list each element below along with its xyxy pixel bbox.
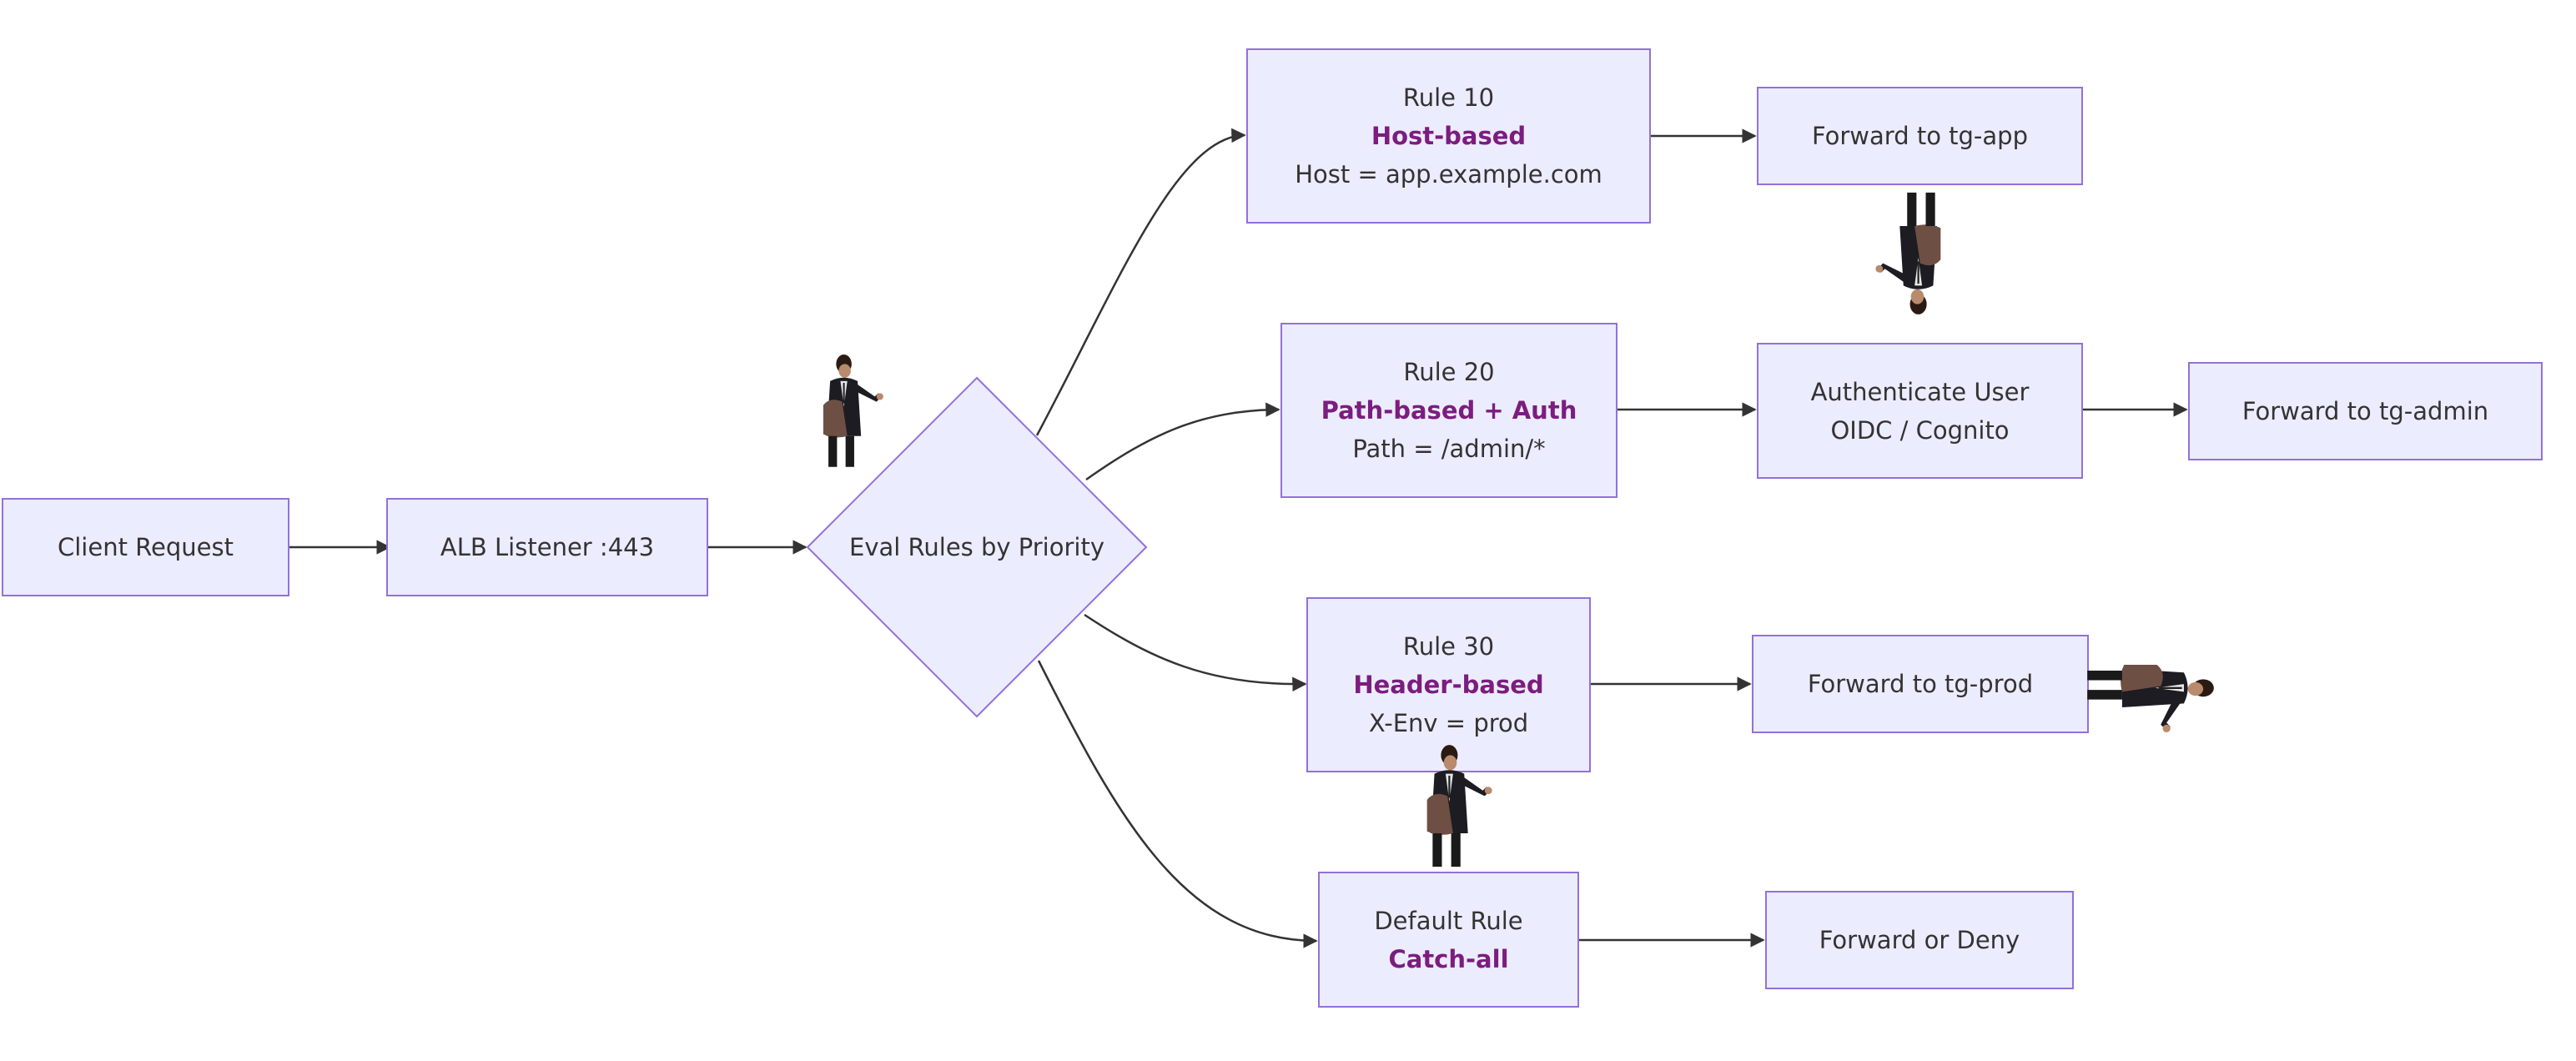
forward-tg-admin-label: Forward to tg-admin (2241, 397, 2489, 425)
authenticate-user-node[interactable]: Authenticate User OIDC / Cognito (1757, 343, 2083, 479)
forward-tg-prod-label: Forward to tg-prod (1807, 670, 2034, 698)
rule10-title: Rule 10 (1402, 83, 1495, 112)
rule30-type: Header-based (1353, 671, 1544, 699)
forward-or-deny-node[interactable]: Forward or Deny (1765, 891, 2074, 989)
rule30-condition: X-Env = prod (1368, 709, 1529, 737)
suit-man-figure-icon (823, 355, 883, 467)
rule10-condition: Host = app.example.com (1295, 160, 1602, 189)
edge-eval-to-rule30 (1084, 613, 1307, 692)
forward-tg-admin-node[interactable]: Forward to tg-admin (2188, 362, 2543, 460)
authenticate-user-line2: OIDC / Cognito (1830, 415, 2010, 445)
rule20-title: Rule 20 (1403, 358, 1495, 386)
eval-rules-text: Eval Rules by Priority (849, 533, 1104, 561)
forward-or-deny-label: Forward or Deny (1819, 926, 2020, 954)
default-rule-type: Catch-all (1388, 944, 1509, 973)
rule30-title: Rule 30 (1402, 632, 1495, 661)
rule20-node[interactable]: Rule 20 Path-based + Auth Path = /admin/… (1280, 323, 1618, 498)
eval-rules-label: Eval Rules by Priority (833, 522, 1121, 572)
rule20-type: Path-based + Auth (1321, 396, 1577, 425)
rule10-node[interactable]: Rule 10 Host-based Host = app.example.co… (1246, 48, 1651, 224)
default-rule-node[interactable]: Default Rule Catch-all (1318, 872, 1579, 1008)
forward-tg-prod-node[interactable]: Forward to tg-prod (1752, 635, 2089, 733)
eval-rules-diamond[interactable] (806, 376, 1148, 718)
forward-tg-app-label: Forward to tg-app (1811, 122, 2028, 150)
edge-eval-to-rule20 (1085, 402, 1280, 481)
client-request-label: Client Request (58, 533, 234, 561)
rule10-type: Host-based (1371, 122, 1527, 150)
edge-eval-to-default (1037, 660, 1318, 948)
edge-eval-to-rule10 (1035, 128, 1246, 436)
suit-man-figure-icon (1875, 192, 1941, 314)
alb-listener-node[interactable]: ALB Listener :443 (386, 498, 708, 596)
suit-man-figure-icon (1426, 745, 1492, 867)
alb-listener-label: ALB Listener :443 (440, 533, 655, 561)
forward-tg-app-node[interactable]: Forward to tg-app (1757, 87, 2083, 185)
authenticate-user-line1: Authenticate User (1810, 377, 2030, 406)
client-request-node[interactable]: Client Request (2, 498, 289, 596)
suit-man-figure-icon (2087, 665, 2214, 733)
default-rule-title: Default Rule (1374, 906, 1523, 935)
rule20-condition: Path = /admin/* (1352, 435, 1546, 463)
